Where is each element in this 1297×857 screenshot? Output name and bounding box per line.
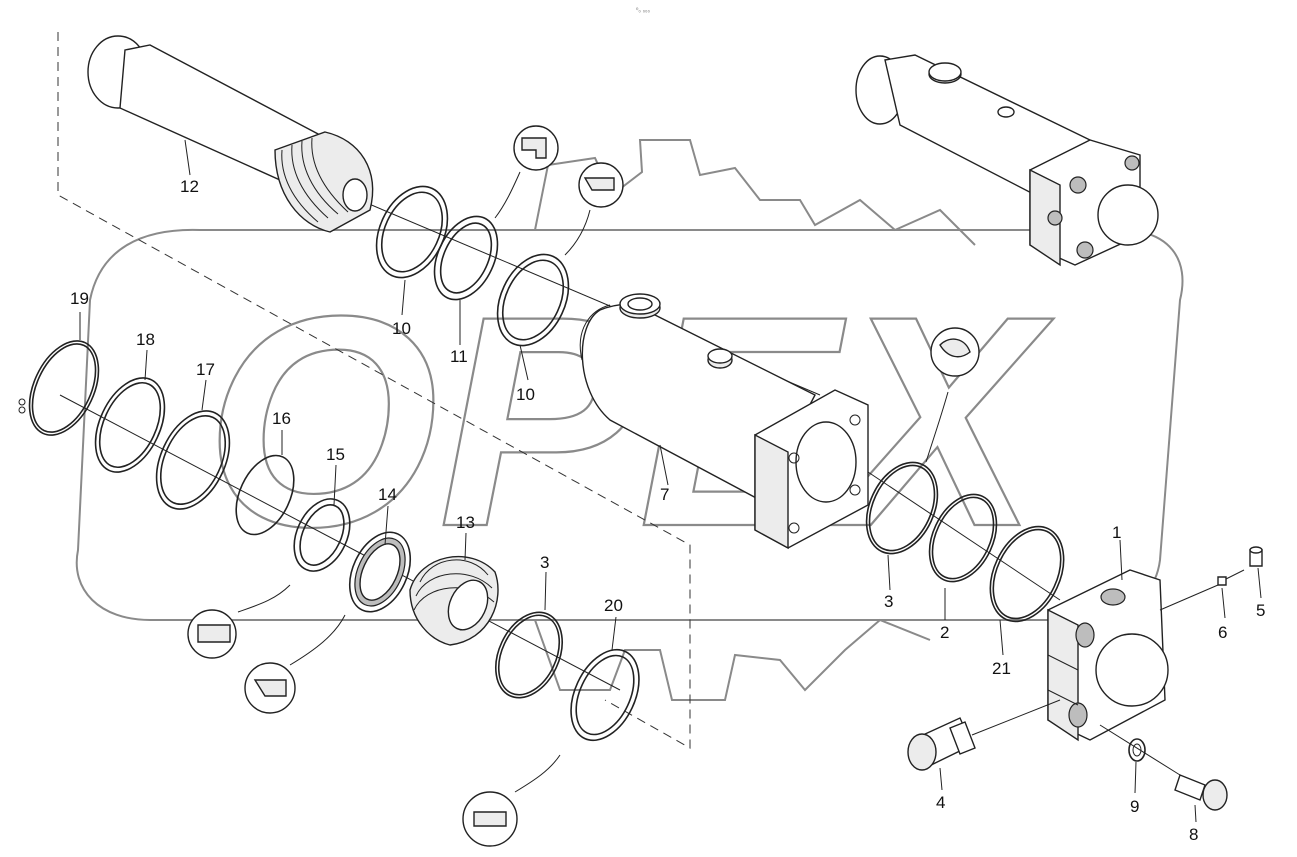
seal-profile-detail-lower-3 (462, 754, 561, 847)
plug-cap-part-5 (1249, 546, 1263, 567)
label-8: 8 (1189, 825, 1198, 844)
label-19: 19 (70, 289, 89, 308)
label-14: 14 (378, 485, 397, 504)
label-21: 21 (992, 659, 1011, 678)
seal-part-15 (293, 498, 351, 572)
label-12: 12 (180, 177, 199, 196)
label-3a: 3 (540, 553, 549, 572)
label-17: 17 (196, 360, 215, 379)
label-16: 16 (272, 409, 291, 428)
label-9: 9 (1130, 797, 1139, 816)
wear-ring-part-20 (570, 648, 640, 742)
assembled-cylinder-view (855, 54, 1159, 267)
label-18: 18 (136, 330, 155, 349)
relief-valve-part-4 (907, 699, 1061, 771)
seal-profile-detail-upper-1 (494, 125, 559, 219)
header-text: ⁰₀ ₀₀₀ (636, 7, 651, 14)
callout-labels: 1 2 3 3 4 5 6 7 8 9 10 10 11 12 13 14 15… (70, 177, 1265, 844)
o-ring-part-3-left (495, 611, 563, 699)
o-ring-part-2 (928, 493, 998, 583)
grease-nipple-part-6 (1217, 569, 1245, 586)
label-7: 7 (660, 485, 669, 504)
o-ring-part-3-right (865, 461, 939, 555)
seal-ring-part-10-lower (496, 253, 570, 347)
callout-leaders (79, 139, 1262, 823)
label-20: 20 (604, 596, 623, 615)
guide-ring-part-11 (433, 215, 499, 301)
label-1: 1 (1112, 523, 1121, 542)
o-ring-profile-detail (925, 327, 980, 463)
seal-profile-detail-upper-2 (564, 162, 624, 256)
o-ring-part-21 (989, 525, 1065, 623)
piston-part-13 (409, 555, 499, 646)
label-11: 11 (450, 347, 468, 366)
label-4: 4 (936, 793, 945, 812)
seal-part-14 (348, 531, 412, 613)
label-10b: 10 (516, 385, 535, 404)
label-6: 6 (1218, 623, 1227, 642)
label-2: 2 (940, 623, 949, 642)
bolt-part-8 (1099, 724, 1228, 811)
piston-rod-part-12 (87, 35, 374, 233)
label-15: 15 (326, 445, 345, 464)
split-ring-part-17 (155, 410, 231, 510)
label-5: 5 (1256, 601, 1265, 620)
washer-part-9 (1128, 738, 1146, 762)
label-13: 13 (456, 513, 475, 532)
seal-profile-detail-lower-2 (244, 614, 346, 714)
label-10a: 10 (392, 319, 411, 338)
snap-ring-part-16 (235, 454, 295, 536)
retaining-ring-part-19 (18, 340, 100, 436)
cylinder-tube-part-7 (579, 293, 869, 550)
seal-profile-detail-lower-1 (187, 584, 291, 659)
label-3b: 3 (884, 592, 893, 611)
ring-part-18 (94, 377, 166, 473)
cylinder-head-part-1 (1047, 569, 1219, 742)
